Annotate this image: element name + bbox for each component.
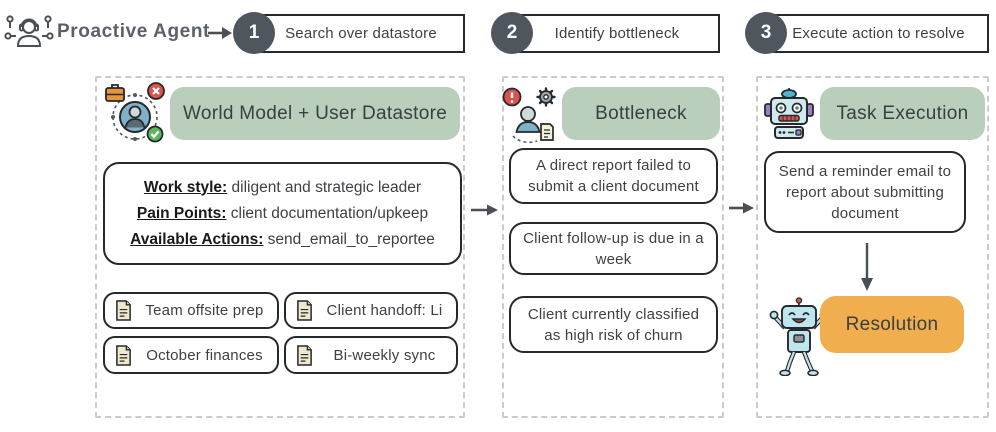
step-3-number: 3 (745, 12, 787, 54)
diagram-title: Proactive Agent (57, 21, 210, 42)
doc-chip-team-offsite: Team offsite prep (103, 292, 279, 329)
step-1-number: 1 (233, 12, 275, 54)
datastore-title-pill: World Model + User Datastore (170, 87, 460, 140)
profile-work-style: Work style: diligent and strategic leade… (143, 178, 422, 196)
step-2-number: 2 (491, 12, 533, 54)
document-icon (116, 344, 131, 366)
doc-chip-client-handoff: Client handoff: Li (284, 292, 458, 329)
happy-robot-icon (768, 296, 830, 376)
execution-action-box: Send a reminder email to report about su… (764, 151, 966, 233)
user-profile-box: Work style: diligent and strategic leade… (103, 162, 462, 265)
resolution-pill: Resolution (820, 296, 964, 353)
bottleneck-item-1: A direct report failed to submit a clien… (509, 148, 718, 204)
profile-pain-points: Pain Points: client documentation/upkeep (136, 204, 429, 222)
document-icon (297, 300, 312, 321)
step-2-box: Identify bottleneck (514, 14, 720, 53)
bottleneck-item-3: Client currently classified as high risk… (509, 296, 718, 353)
step-2-label: Identify bottleneck (554, 25, 680, 42)
proactive-agent-icon (4, 12, 54, 56)
world-model-user-icon (103, 79, 167, 147)
document-icon (116, 300, 131, 321)
bottleneck-item-2: Client follow-up is due in a week (509, 222, 718, 275)
robot-head-icon (763, 83, 815, 141)
execution-title-pill: Task Execution (820, 87, 985, 140)
step-1-box: Search over datastore (257, 14, 465, 53)
step-3-label: Execute action to resolve (792, 25, 965, 42)
doc-chip-october-finances: October finances (103, 336, 279, 374)
bottleneck-alert-icon (501, 84, 559, 148)
arrow-datastore-to-bottleneck (470, 202, 500, 218)
bottleneck-title-pill: Bottleneck (562, 87, 720, 140)
step-3-box: Execute action to resolve (768, 14, 989, 53)
profile-available-actions: Available Actions: send_email_to_reporte… (130, 230, 435, 248)
arrow-action-to-resolution (858, 242, 876, 292)
title-arrow-icon (207, 25, 233, 41)
doc-chip-biweekly-sync: Bi-weekly sync (284, 336, 458, 374)
document-icon (297, 344, 312, 366)
step-1-label: Search over datastore (285, 25, 437, 42)
arrow-bottleneck-to-execution (728, 200, 756, 216)
